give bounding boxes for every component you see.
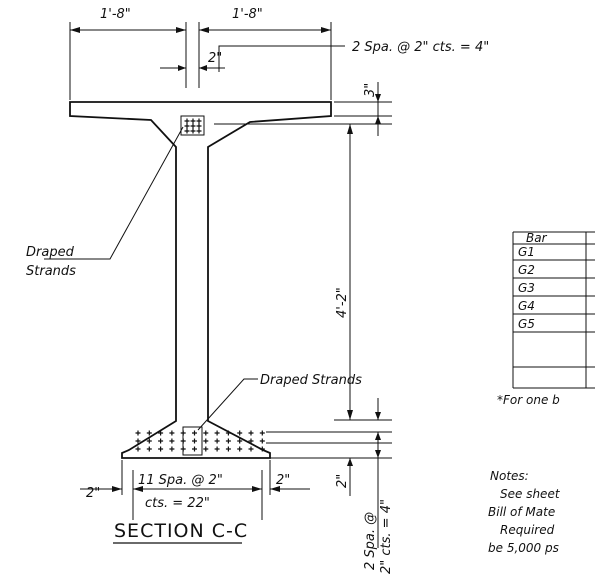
- label-draped-bottom: Draped Strands: [260, 373, 362, 388]
- strand-mark: [203, 438, 209, 444]
- strand-mark: [259, 438, 265, 444]
- top-strand-group: [180, 115, 205, 136]
- bar-table-header: Bar: [526, 231, 548, 245]
- dimension-arrowheads: [70, 27, 381, 420]
- section-title: SECTION C-C: [114, 520, 248, 542]
- dim-top-right-width: 1'-8": [232, 7, 263, 22]
- strand-mark: [237, 438, 243, 444]
- strand-mark: [158, 446, 164, 452]
- strand-mark: [146, 446, 152, 452]
- strand-mark: [259, 430, 265, 436]
- dim-vertical-spacing-1: 2 Spa. @: [363, 512, 378, 570]
- strand-mark: [248, 430, 254, 436]
- strand-mark: [190, 118, 196, 124]
- strand-mark: [169, 430, 175, 436]
- strand-mark: [158, 438, 164, 444]
- dim-web-gap: 2": [208, 51, 222, 66]
- strand-mark: [135, 430, 141, 436]
- strand-mark: [237, 430, 243, 436]
- strand-mark: [192, 446, 197, 452]
- label-draped-left-1: Draped: [26, 245, 75, 260]
- bar-row-4: G4: [518, 299, 535, 313]
- bar-row-5: G5: [518, 317, 535, 331]
- strand-mark: [259, 446, 265, 452]
- dim-web-height: 4'-2": [335, 287, 350, 318]
- strand-mark: [225, 438, 231, 444]
- strand-mark: [203, 446, 209, 452]
- strand-mark: [190, 123, 196, 129]
- strand-mark: [214, 438, 220, 444]
- strand-mark: [237, 446, 243, 452]
- strand-mark: [225, 430, 231, 436]
- notes-heading: Notes:: [490, 469, 529, 483]
- dim-vertical-spacing-2: 2" cts. = 4": [379, 499, 394, 574]
- strand-mark: [214, 446, 220, 452]
- dim-flange-offset: 3": [363, 83, 378, 97]
- dim-bottom-spacing-2: cts. = 22": [145, 496, 210, 511]
- bottom-strands: [135, 430, 265, 452]
- girder-outline: [69, 101, 332, 459]
- strand-mark: [214, 430, 220, 436]
- dim-strand-spacing-top: 2 Spa. @ 2" cts. = 4": [352, 40, 489, 55]
- bar-row-3: G3: [518, 281, 535, 295]
- strand-mark: [180, 430, 186, 436]
- top-strands: [184, 118, 202, 134]
- strand-mark: [184, 128, 190, 134]
- notes-line-1: See sheet: [500, 487, 561, 501]
- strand-mark: [225, 446, 231, 452]
- label-draped-left-2: Strands: [26, 264, 76, 279]
- strand-mark: [192, 430, 197, 436]
- strand-mark: [135, 446, 141, 452]
- strand-mark: [196, 128, 202, 134]
- bottom-arrowheads: [112, 432, 381, 492]
- strand-mark: [196, 118, 202, 124]
- bar-table-footnote: *For one b: [497, 393, 560, 407]
- notes-line-3: Required: [500, 523, 555, 537]
- strand-mark: [192, 438, 197, 444]
- strand-mark: [158, 430, 164, 436]
- strand-mark: [190, 128, 196, 134]
- notes-block: Notes: See sheet Bill of Mate Required b…: [488, 469, 561, 555]
- bar-row-2: G2: [518, 263, 535, 277]
- bar-table: Bar G1 G2 G3 G4 G5 *For one b: [497, 231, 595, 407]
- strand-mark: [248, 446, 254, 452]
- strand-mark: [203, 430, 209, 436]
- strand-mark: [184, 123, 190, 129]
- strand-mark: [169, 438, 175, 444]
- notes-line-4: be 5,000 ps: [488, 541, 559, 555]
- bar-row-1: G1: [518, 245, 535, 259]
- notes-line-2: Bill of Mate: [488, 505, 555, 519]
- top-dimension-lines: [69, 22, 392, 421]
- bottom-dimension-lines: [44, 126, 392, 548]
- strand-mark: [146, 438, 152, 444]
- dim-bottom-spacing-1: 11 Spa. @ 2": [138, 473, 223, 488]
- strand-mark: [180, 446, 186, 452]
- bottom-strand-group: [135, 426, 265, 456]
- dim-top-left-width: 1'-8": [100, 7, 131, 22]
- strand-mark: [146, 430, 152, 436]
- strand-mark: [180, 438, 186, 444]
- top-strand-box: [180, 115, 205, 136]
- strand-mark: [248, 438, 254, 444]
- strand-mark: [196, 123, 202, 129]
- strand-mark: [169, 446, 175, 452]
- strand-mark: [135, 438, 141, 444]
- dim-bottom-left-edge: 2": [86, 486, 100, 501]
- dim-bottom-offset: 2": [335, 474, 350, 488]
- dim-bottom-right-edge: 2": [276, 473, 290, 488]
- strand-mark: [184, 118, 190, 124]
